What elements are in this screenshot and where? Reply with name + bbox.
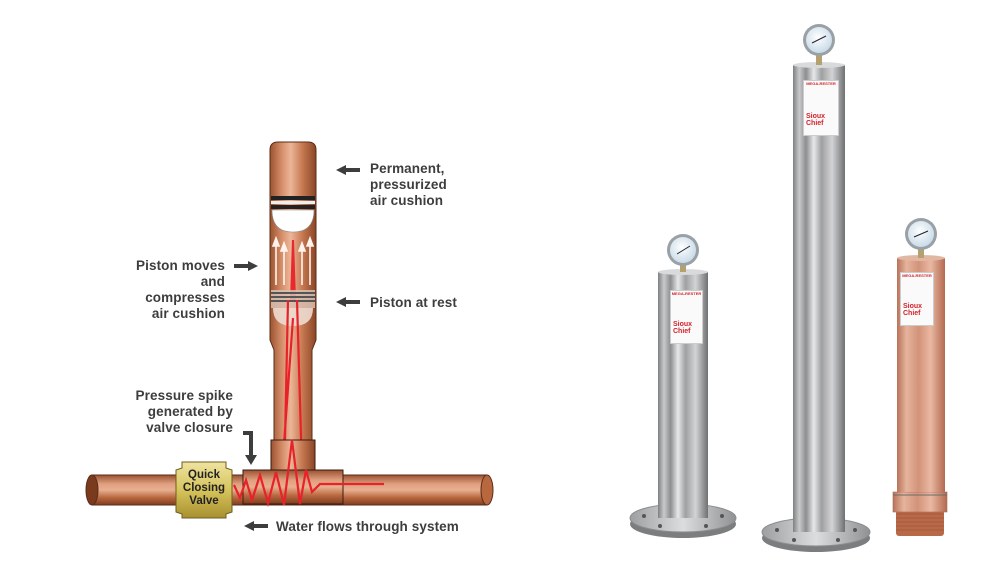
arrow-left-icon xyxy=(336,165,360,175)
quick-closing-valve xyxy=(175,461,233,519)
arrow-left-icon xyxy=(336,297,360,307)
label-piston-moves: Piston moves and compresses air cushion xyxy=(136,258,225,321)
label-water-flow: Water flows through system xyxy=(276,519,459,534)
label-pressure-spike: Pressure spike generated by valve closur… xyxy=(135,388,233,435)
valve-label: Quick Closing Valve xyxy=(182,469,226,507)
product-stainless-tall xyxy=(761,24,871,552)
label-brand: MEGA-RESTER xyxy=(806,81,836,86)
pressure-wave xyxy=(233,439,384,508)
label-brand: MEGA-RESTER xyxy=(902,273,932,278)
arrow-left-icon xyxy=(244,521,268,531)
arrow-right-icon xyxy=(234,261,258,271)
product-stainless-short xyxy=(629,234,737,538)
upward-arrows-icon xyxy=(271,235,315,285)
arrow-down-icon xyxy=(243,431,257,465)
label-air-cushion: Permanent, pressurized air cushion xyxy=(370,161,447,208)
callout-arrows xyxy=(234,165,360,531)
label-brand: MEGA-RESTER xyxy=(671,291,702,296)
product-copper-medium xyxy=(892,218,948,536)
arrestor-tube xyxy=(269,141,317,501)
label-piston-rest: Piston at rest xyxy=(370,295,457,310)
